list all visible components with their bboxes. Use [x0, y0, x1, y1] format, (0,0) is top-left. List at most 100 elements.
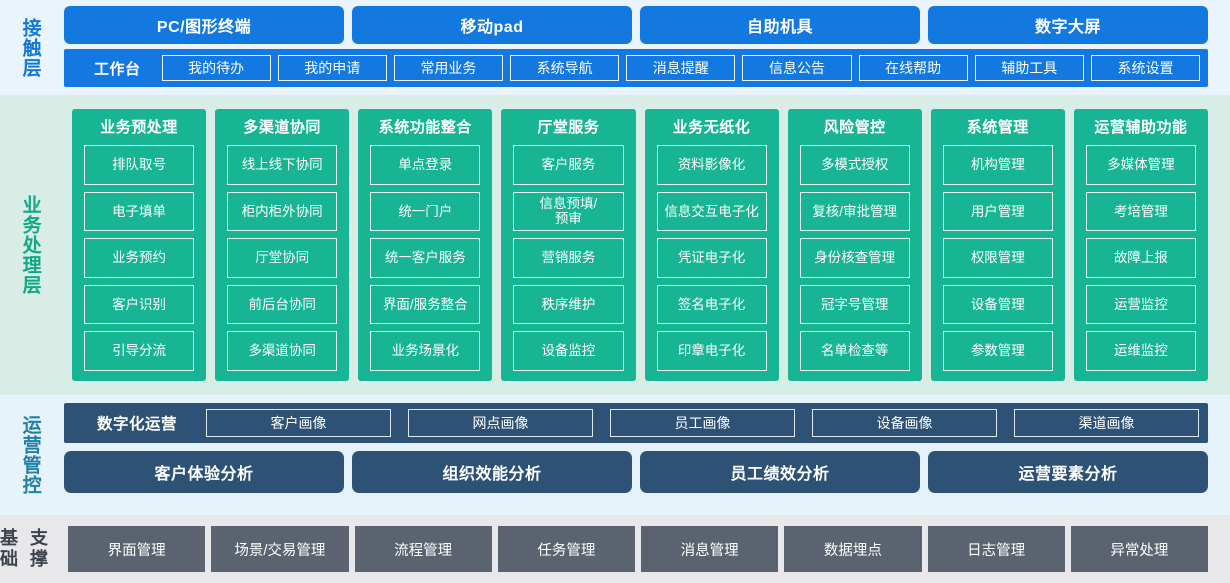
- terminal-card-digital-screen[interactable]: 数字大屏: [928, 6, 1208, 44]
- business-item[interactable]: 秩序维护: [513, 284, 624, 325]
- business-item[interactable]: 运维监控: [1085, 331, 1196, 371]
- business-column-risk-control: 风险管控 多模式授权 复核/审批管理 身份核查管理 冠字号管理 名单检查等: [787, 109, 922, 381]
- business-item[interactable]: 营销服务: [513, 238, 624, 278]
- foundation-label-line1: 基础: [0, 528, 19, 569]
- business-column-lobby-service: 厅堂服务 客户服务 信息预填/ 预审 营销服务 秩序维护 设备监控: [501, 109, 636, 381]
- business-item[interactable]: 业务预约: [84, 238, 195, 278]
- business-item[interactable]: 故障上报: [1085, 238, 1196, 278]
- business-column-title: 运营辅助功能: [1094, 119, 1188, 136]
- analysis-row: 客户体验分析 组织效能分析 员工绩效分析 运营要素分析: [64, 451, 1208, 493]
- business-item[interactable]: 参数管理: [942, 331, 1053, 371]
- contact-layer-label: 接触层: [0, 0, 60, 95]
- business-item[interactable]: 客户识别: [84, 284, 195, 325]
- analysis-card-employee-performance[interactable]: 员工绩效分析: [640, 451, 920, 493]
- analysis-card-operation-elements[interactable]: 运营要素分析: [928, 451, 1208, 493]
- business-item[interactable]: 信息交互电子化: [656, 191, 767, 232]
- business-item[interactable]: 线上线下协同: [227, 145, 338, 185]
- workbench-button-common-business[interactable]: 常用业务: [393, 55, 504, 81]
- portrait-button-channel[interactable]: 渠道画像: [1014, 409, 1200, 437]
- business-item[interactable]: 冠字号管理: [799, 284, 910, 325]
- business-item[interactable]: 多媒体管理: [1085, 145, 1196, 185]
- business-item[interactable]: 信息预填/ 预审: [513, 191, 624, 232]
- workbench-button-my-todo[interactable]: 我的待办: [161, 55, 271, 81]
- business-item[interactable]: 资料影像化: [656, 145, 767, 185]
- portrait-button-branch[interactable]: 网点画像: [408, 409, 594, 437]
- contact-layer: 接触层 PC/图形终端 移动pad 自助机具 数字大屏 工作台 我的待办 我的申…: [0, 0, 1230, 95]
- foundation-card-scenario-transaction[interactable]: 场景/交易管理: [211, 526, 349, 572]
- foundation-card-exception-handling[interactable]: 异常处理: [1070, 526, 1208, 572]
- business-column-system-integration: 系统功能整合 单点登录 统一门户 统一客户服务 界面/服务整合 业务场景化: [358, 109, 493, 381]
- business-item[interactable]: 厅堂协同: [227, 238, 338, 278]
- digital-operations-bar: 数字化运营 客户画像 网点画像 员工画像 设备画像 渠道画像: [64, 403, 1208, 443]
- terminal-card-pc[interactable]: PC/图形终端: [64, 6, 344, 44]
- workbench-button-system-navigation[interactable]: 系统导航: [510, 55, 620, 81]
- terminal-card-self-service[interactable]: 自助机具: [640, 6, 920, 44]
- business-item[interactable]: 运营监控: [1085, 284, 1196, 325]
- business-column-title: 业务预处理: [100, 119, 178, 136]
- business-item[interactable]: 凭证电子化: [656, 238, 767, 278]
- business-item[interactable]: 权限管理: [942, 238, 1053, 278]
- workbench-button-online-help[interactable]: 在线帮助: [858, 55, 968, 81]
- digital-operations-title: 数字化运营: [97, 416, 178, 433]
- workbench-button-aux-tools[interactable]: 辅助工具: [974, 55, 1084, 81]
- foundation-layer: 基础 支撑 界面管理 场景/交易管理 流程管理 任务管理 消息管理 数据埋点 日…: [0, 515, 1230, 583]
- business-item[interactable]: 签名电子化: [656, 284, 767, 325]
- workbench-button-system-settings[interactable]: 系统设置: [1090, 55, 1201, 81]
- workbench-button-message-reminder[interactable]: 消息提醒: [626, 55, 736, 81]
- business-item[interactable]: 用户管理: [942, 191, 1053, 232]
- terminal-card-mobile-pad[interactable]: 移动pad: [352, 6, 632, 44]
- business-item[interactable]: 统一客户服务: [370, 238, 481, 278]
- business-column-title: 系统功能整合: [378, 119, 472, 136]
- foundation-card-process-management[interactable]: 流程管理: [354, 526, 492, 572]
- foundation-card-data-tracking[interactable]: 数据埋点: [784, 526, 922, 572]
- business-item[interactable]: 柜内柜外协同: [227, 191, 338, 232]
- business-column-title: 系统管理: [966, 119, 1029, 136]
- foundation-card-log-management[interactable]: 日志管理: [927, 526, 1065, 572]
- business-item[interactable]: 排队取号: [84, 145, 195, 185]
- workbench-button-my-application[interactable]: 我的申请: [277, 55, 387, 81]
- foundation-card-ui-management[interactable]: 界面管理: [68, 526, 206, 572]
- business-item[interactable]: 界面/服务整合: [370, 284, 481, 325]
- operations-layer: 运营管控 数字化运营 客户画像 网点画像 员工画像 设备画像 渠道画像 客户体验…: [0, 395, 1230, 515]
- business-item[interactable]: 引导分流: [84, 331, 195, 371]
- business-layer-body: 业务预处理 排队取号 电子填单 业务预约 客户识别 引导分流 多渠道协同 线上线…: [60, 95, 1230, 395]
- portrait-button-device[interactable]: 设备画像: [812, 409, 998, 437]
- business-layer-label: 业务处理层: [0, 95, 60, 395]
- business-column-title: 业务无纸化: [672, 119, 751, 136]
- business-column-preprocessing: 业务预处理 排队取号 电子填单 业务预约 客户识别 引导分流: [72, 109, 207, 381]
- business-item[interactable]: 多渠道协同: [227, 331, 338, 371]
- business-item[interactable]: 考培管理: [1085, 191, 1196, 232]
- business-item[interactable]: 电子填单: [84, 191, 195, 232]
- operations-layer-label: 运营管控: [0, 395, 60, 515]
- portrait-button-employee[interactable]: 员工画像: [610, 409, 796, 437]
- business-item[interactable]: 印章电子化: [656, 331, 767, 371]
- business-item[interactable]: 前后台协同: [227, 284, 338, 325]
- business-column-title: 风险管控: [823, 119, 886, 136]
- business-item[interactable]: 身份核查管理: [799, 238, 910, 278]
- portrait-button-customer[interactable]: 客户画像: [206, 409, 392, 437]
- foundation-label-line2: 支撑: [30, 528, 49, 569]
- foundation-card-task-management[interactable]: 任务管理: [497, 526, 635, 572]
- foundation-card-message-management[interactable]: 消息管理: [641, 526, 779, 572]
- analysis-card-customer-experience[interactable]: 客户体验分析: [64, 451, 344, 493]
- business-item[interactable]: 多模式授权: [799, 145, 910, 185]
- business-column-operation-aux: 运营辅助功能 多媒体管理 考培管理 故障上报 运营监控 运维监控: [1073, 109, 1208, 381]
- business-item[interactable]: 客户服务: [513, 145, 624, 185]
- business-item[interactable]: 单点登录: [370, 145, 481, 185]
- business-item[interactable]: 统一门户: [370, 191, 481, 232]
- business-item[interactable]: 名单检查等: [799, 331, 910, 371]
- workbench-title: 工作台: [94, 60, 141, 78]
- workbench-button-announcement[interactable]: 信息公告: [742, 55, 852, 81]
- business-item[interactable]: 设备管理: [942, 284, 1053, 325]
- business-item[interactable]: 机构管理: [942, 145, 1053, 185]
- analysis-card-organization-efficiency[interactable]: 组织效能分析: [352, 451, 632, 493]
- business-item[interactable]: 复核/审批管理: [799, 191, 910, 232]
- foundation-layer-label: 基础 支撑: [0, 515, 60, 583]
- business-column-title: 多渠道协同: [243, 119, 321, 136]
- business-item[interactable]: 业务场景化: [370, 331, 481, 371]
- operations-layer-body: 数字化运营 客户画像 网点画像 员工画像 设备画像 渠道画像 客户体验分析 组织…: [60, 395, 1230, 515]
- workbench-bar: 工作台 我的待办 我的申请 常用业务 系统导航 消息提醒 信息公告 在线帮助 辅…: [64, 49, 1208, 87]
- business-column-multichannel: 多渠道协同 线上线下协同 柜内柜外协同 厅堂协同 前后台协同 多渠道协同: [215, 109, 350, 381]
- business-item[interactable]: 设备监控: [513, 331, 624, 371]
